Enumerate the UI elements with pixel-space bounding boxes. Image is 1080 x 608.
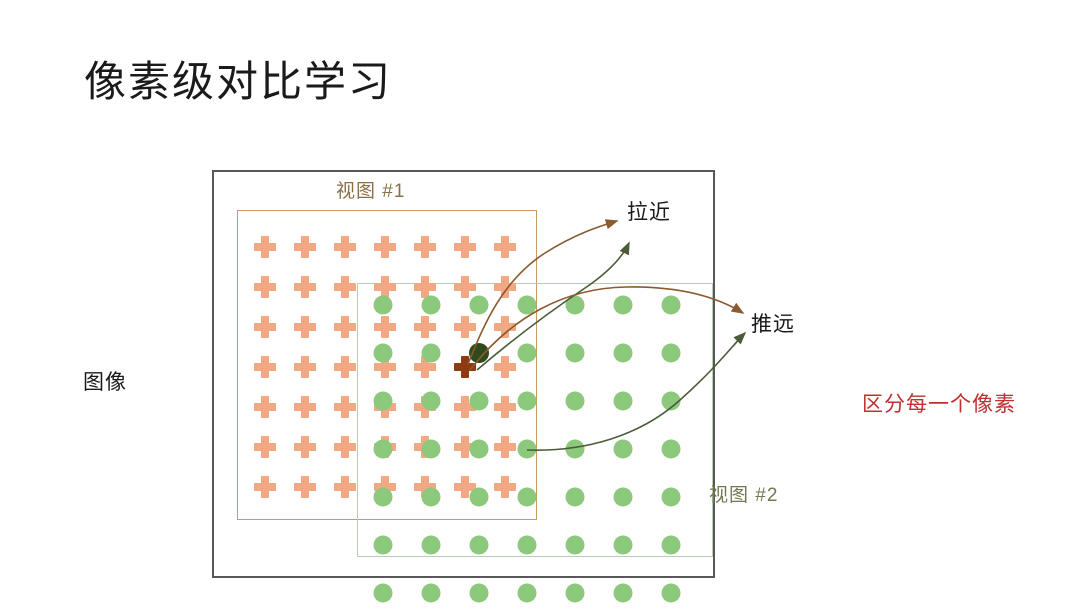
view2-dot-marker [565, 583, 585, 603]
view2-dot-marker [517, 583, 537, 603]
view2-dot-marker [373, 583, 393, 603]
pixel-contrastive-diagram: 视图 #1 视图 #2 [212, 170, 777, 603]
view2-dot-marker [469, 583, 489, 603]
pull-closer-label: 拉近 [627, 201, 671, 224]
view2-dot-marker [661, 583, 681, 603]
view2-dot-marker [421, 583, 441, 603]
slide-title: 像素级对比学习 [84, 58, 393, 105]
image-label: 图像 [83, 371, 127, 394]
push-away-label: 推远 [751, 313, 795, 336]
view2-box [357, 283, 713, 557]
view2-label: 视图 #2 [709, 485, 779, 506]
view2-dot-marker [613, 583, 633, 603]
view1-label: 视图 #1 [336, 181, 406, 202]
takeaway-label: 区分每一个像素 [862, 393, 1016, 416]
